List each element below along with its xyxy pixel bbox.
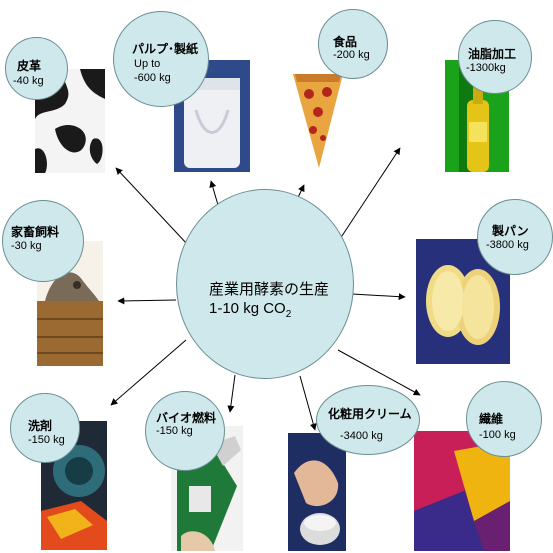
- center-title: 産業用酵素の生産: [209, 281, 330, 298]
- arrow-bread: [351, 293, 406, 301]
- food-pizza-photo: [289, 60, 347, 175]
- bubble-cosmetic-cream-name: 化粧用クリーム: [328, 407, 412, 421]
- bubble-leather-name: 皮革: [17, 59, 42, 73]
- bubble-detergent-name: 洗剤: [28, 419, 53, 433]
- bubble-livestock-feed: 家畜飼料 -30 kg: [2, 200, 84, 282]
- bubble-bread-making-name: 製パン: [492, 224, 529, 238]
- bubble-pulp-paper: パルプ･製紙 Up to -600 kg: [113, 11, 209, 107]
- arrow-biofuel: [227, 374, 236, 413]
- arrow-feed: [117, 297, 177, 305]
- arrow-cosmetic: [299, 375, 317, 431]
- arrow-oil: [333, 147, 401, 249]
- bubble-oil-processing-name: 油脂加工: [468, 47, 517, 61]
- center-process-ellipse: 産業用酵素の生産 1-10 kg CO2: [176, 189, 354, 379]
- bubble-biofuel-name: バイオ燃料: [156, 411, 217, 425]
- bubble-cosmetic-cream: 化粧用クリーム -3400 kg: [316, 385, 420, 455]
- bubble-leather: 皮革 -40 kg: [5, 37, 68, 100]
- bubble-pulp-paper-value-line2: -600 kg: [134, 72, 171, 84]
- bubble-bread-making-value: -3800 kg: [486, 239, 529, 251]
- bubble-cosmetic-cream-value: -3400 kg: [340, 430, 383, 442]
- arrow-leather: [115, 167, 189, 246]
- arrow-textile: [337, 349, 421, 396]
- bubble-textile-name: 繊維: [479, 412, 504, 426]
- cosmetic-cream-photo: [288, 433, 346, 551]
- bubble-oil-processing-value: -1300kg: [466, 62, 506, 74]
- bubble-food: 食品 -200 kg: [318, 9, 388, 79]
- bubble-detergent-value: -150 kg: [28, 434, 65, 446]
- bubble-textile: 繊維 -100 kg: [466, 381, 542, 457]
- bubble-pulp-paper-name: パルプ･製紙: [132, 42, 199, 56]
- bubble-biofuel-value: -150 kg: [156, 425, 193, 437]
- bubble-food-value: -200 kg: [333, 49, 370, 61]
- bubble-food-name: 食品: [333, 35, 358, 49]
- bubble-leather-value: -40 kg: [13, 75, 44, 87]
- bubble-detergent: 洗剤 -150 kg: [10, 393, 80, 463]
- textile-photo: [414, 431, 510, 551]
- bubble-bread-making: 製パン -3800 kg: [477, 199, 553, 275]
- bubble-livestock-feed-name: 家畜飼料: [11, 225, 60, 239]
- center-value: 1-10 kg CO2: [209, 300, 292, 320]
- bubble-oil-processing: 油脂加工 -1300kg: [458, 20, 532, 94]
- detergent-photo: [41, 421, 107, 550]
- arrow-detergent: [110, 339, 187, 406]
- arrow-pulp: [209, 180, 219, 206]
- bread-making-photo: [416, 239, 510, 364]
- bubble-biofuel: バイオ燃料 -150 kg: [145, 391, 225, 471]
- leather-photo: [35, 69, 105, 173]
- bubble-pulp-paper-value-line1: Up to: [134, 58, 161, 70]
- bubble-livestock-feed-value: -30 kg: [11, 240, 42, 252]
- bubble-textile-value: -100 kg: [479, 429, 516, 441]
